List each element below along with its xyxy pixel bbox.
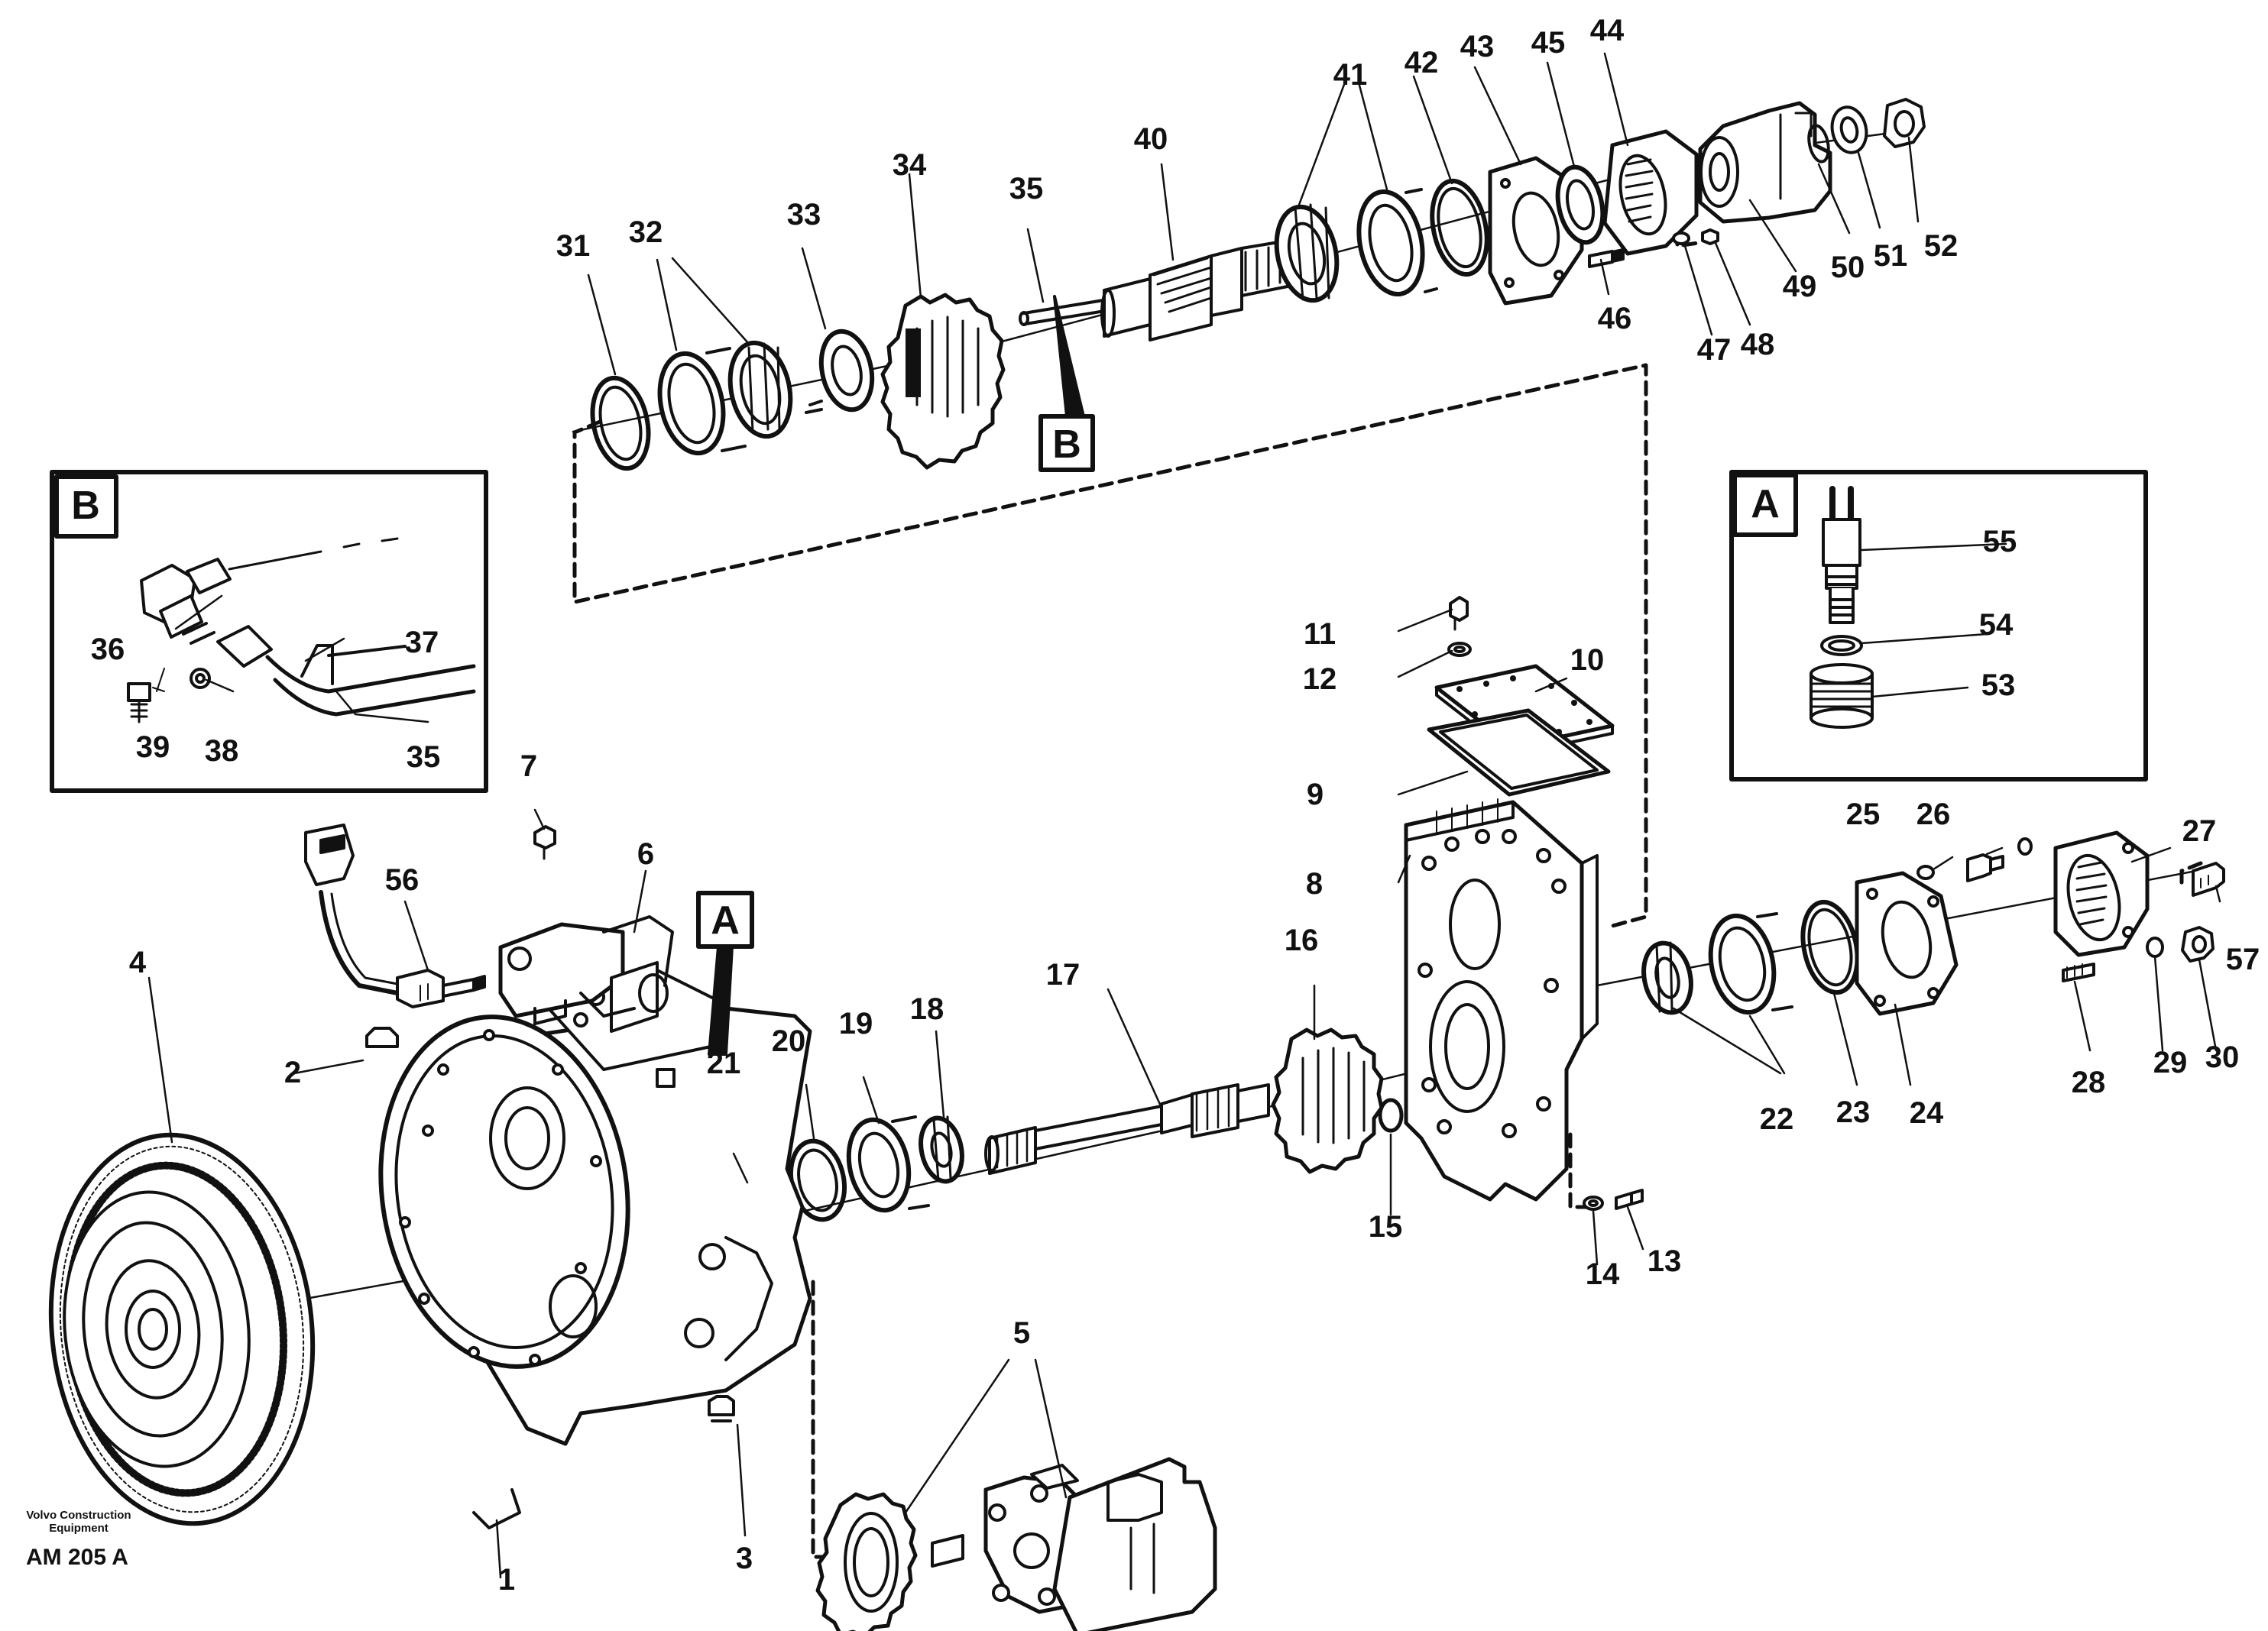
part-number-42: 42 [1404,46,1439,79]
part-number-6: 6 [637,837,655,871]
part-number-22: 22 [1759,1102,1794,1136]
part-number-54: 54 [1978,608,2014,642]
torque-converter [48,1132,316,1526]
pump-assembly [815,1457,1217,1631]
part-number-44: 44 [1589,14,1625,47]
part-number-37: 37 [404,626,439,659]
reference-markers [696,295,1095,1056]
part-number-10: 10 [1570,643,1605,677]
assembly-dashed-lines [572,210,2203,1559]
part-number-53: 53 [1981,668,2016,702]
part-number-38: 38 [204,734,239,768]
part-number-49: 49 [1782,270,1817,303]
brand-text: Volvo Construction Equipment [6,1509,151,1536]
part-number-1: 1 [497,1563,516,1597]
part-number-28: 28 [2071,1066,2106,1099]
reference-a-marker: A [711,898,740,943]
part-number-9: 9 [1306,778,1324,811]
part-number-20: 20 [771,1024,806,1058]
part-number-12: 12 [1302,662,1337,696]
part-number-57: 57 [2225,943,2260,976]
part-number-40: 40 [1133,122,1168,156]
upper-fittings [304,824,674,1033]
part-number-11: 11 [1303,617,1336,651]
lower-shaft-parts [740,830,2225,1222]
part-number-14: 14 [1585,1257,1620,1291]
part-number-32: 32 [628,215,663,249]
drawing-code: AM 205 A [26,1545,128,1570]
inset-b-letter: B [71,484,100,528]
part-number-25: 25 [1845,798,1881,831]
part-number-52: 52 [1923,229,1959,263]
part-number-55: 55 [1982,525,2017,558]
inset-box-b [50,470,488,793]
part-number-31: 31 [556,229,591,263]
part-number-34: 34 [892,148,927,182]
part-number-24: 24 [1909,1096,1944,1130]
part-number-43: 43 [1460,30,1495,63]
part-number-19: 19 [838,1007,873,1040]
leader-lines [147,52,2221,1579]
part-number-29: 29 [2153,1046,2188,1079]
part-number-56: 56 [384,863,420,897]
part-number-30: 30 [2205,1040,2240,1074]
brand-line-2: Equipment [49,1522,109,1536]
part-number-39: 39 [135,730,170,764]
main-casing [365,969,812,1529]
part-number-50: 50 [1830,251,1865,284]
part-number-15: 15 [1368,1210,1403,1244]
reference-b-marker: B [1052,422,1081,467]
inset-a-letter: A [1751,482,1780,526]
part-number-8: 8 [1305,867,1324,901]
part-number-48: 48 [1740,328,1775,361]
part-number-7: 7 [520,749,538,783]
part-number-4: 4 [128,946,147,979]
part-number-26: 26 [1916,798,1951,831]
part-number-23: 23 [1835,1095,1871,1129]
part-number-41: 41 [1333,58,1368,92]
inset-b-part-number-35: 35 [406,740,441,774]
part-number-5: 5 [1013,1316,1031,1350]
part-number-46: 46 [1597,302,1632,335]
part-number-27: 27 [2182,814,2217,848]
part-number-21: 21 [706,1047,741,1080]
part-number-35: 35 [1009,172,1044,205]
part-number-33: 33 [786,198,821,231]
brand-line-1: Volvo Construction [26,1509,131,1522]
part-number-16: 16 [1284,924,1319,957]
part-number-2: 2 [284,1056,302,1089]
part-number-51: 51 [1873,239,1908,273]
housing-cover-parts [1378,596,1644,1211]
part-number-36: 36 [90,633,125,666]
upper-shaft-parts [590,98,1926,471]
inset-box-a [1729,470,2148,782]
part-number-17: 17 [1045,958,1081,992]
part-number-13: 13 [1647,1244,1682,1278]
part-number-18: 18 [909,992,944,1026]
part-number-3: 3 [735,1542,753,1575]
part-number-45: 45 [1531,26,1566,60]
part-number-47: 47 [1696,333,1732,367]
